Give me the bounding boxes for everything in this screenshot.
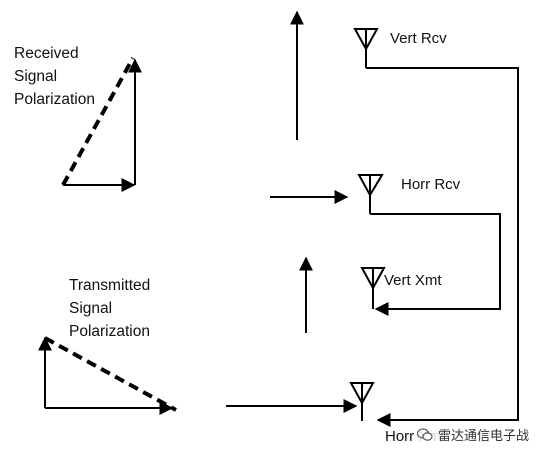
transmitted-line-2: Signal (69, 300, 113, 317)
transmitted-line-1: Transmitted (69, 277, 151, 294)
received-line-3: Polarization (14, 91, 95, 108)
antenna-vert-rcv-icon (353, 28, 379, 68)
vert-rcv-label: Vert Rcv (390, 30, 447, 47)
transmitted-polarization-label: Transmitted Signal Polarization (69, 274, 150, 343)
received-polarization-triangle (61, 57, 142, 192)
horr-rcv-label: Horr Rcv (401, 176, 461, 193)
antenna-horr-xmt-icon (349, 382, 375, 421)
received-line-2: Signal (14, 68, 58, 85)
watermark: 雷达通信电子战 (414, 424, 533, 445)
feed-line-horr-rcv-to-vert-xmt (370, 213, 501, 316)
wechat-icon (417, 427, 433, 441)
transmitted-polarization-triangle (38, 336, 177, 415)
watermark-text: 雷达通信电子战 (438, 429, 530, 444)
antenna-vert-xmt-icon (360, 267, 386, 309)
received-polarization-label: Received Signal Polarization (14, 42, 95, 111)
transmitted-resultant-dashed (44, 336, 177, 412)
vert-xmt-label: Vert Xmt (384, 272, 442, 289)
received-line-1: Received (14, 45, 79, 62)
antenna-horr-rcv-icon (357, 174, 384, 214)
feed-line-vert-rcv-to-horr-xmt (366, 67, 519, 427)
received-resultant-dashed (61, 57, 135, 186)
transmitted-line-3: Polarization (69, 323, 150, 340)
